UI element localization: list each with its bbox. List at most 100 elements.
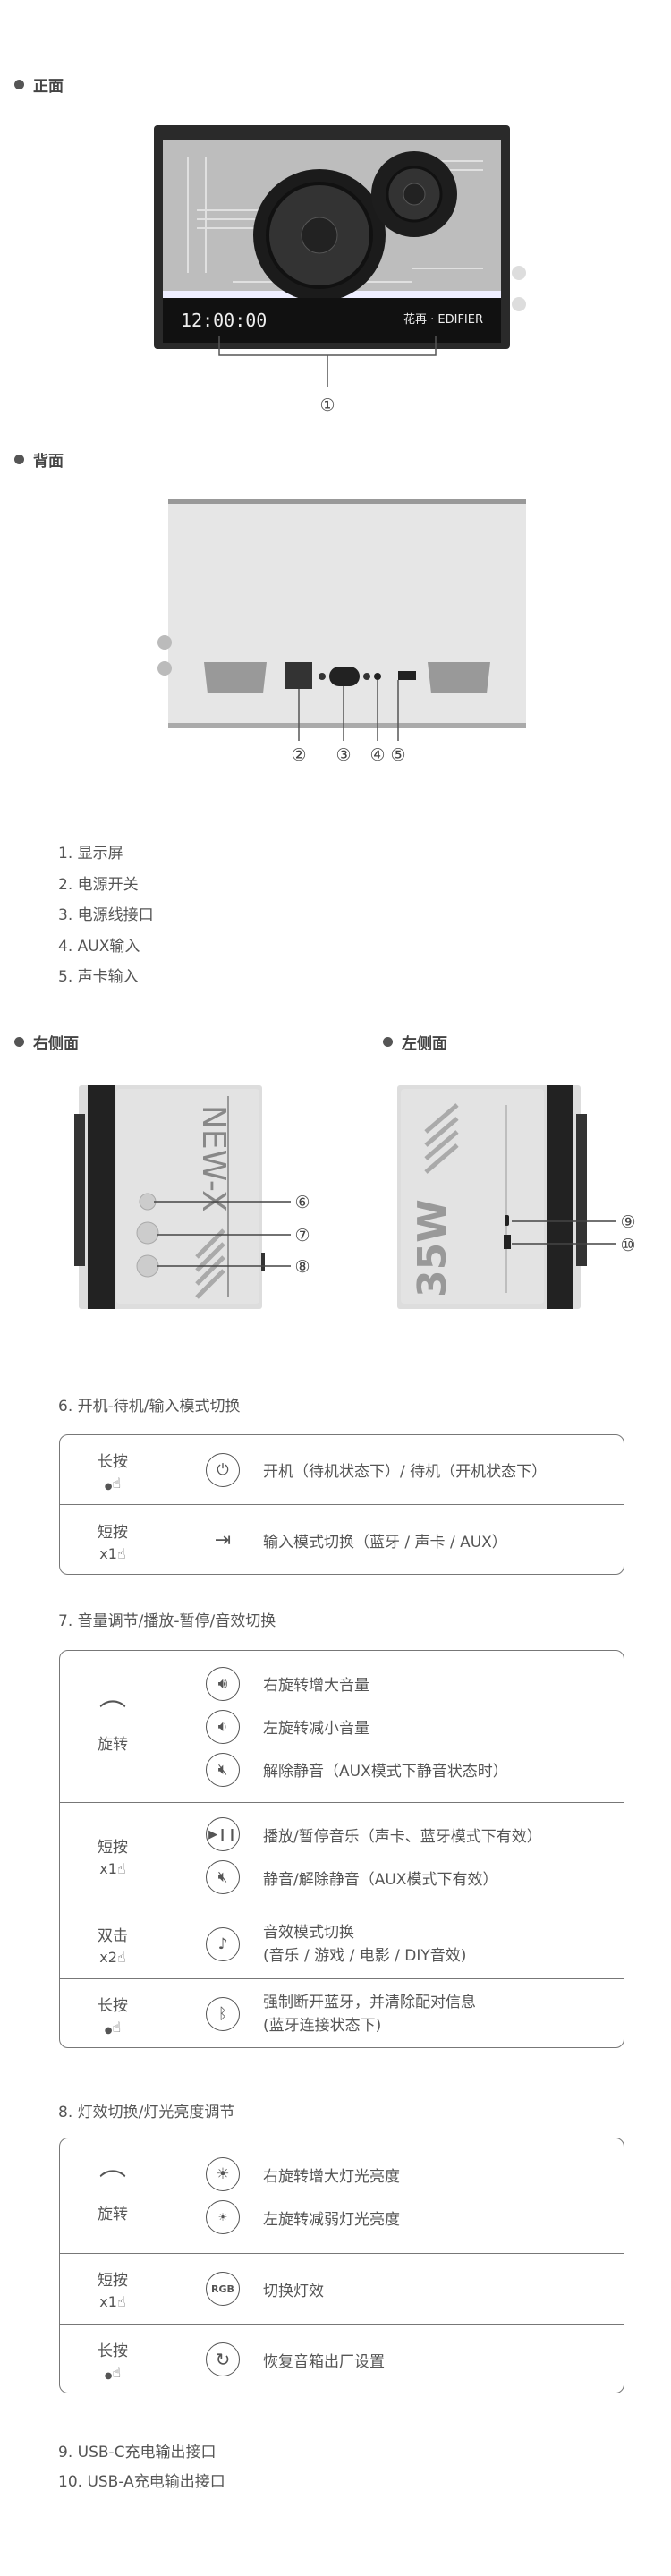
action-text: 右旋转增大灯光亮度 [263, 2167, 400, 2186]
part-item: 2. 电源开关 [58, 876, 139, 894]
gesture-count: x1 [99, 1544, 117, 1562]
callout-1: ① [319, 395, 335, 415]
gesture-count: x1 [99, 2293, 117, 2310]
action-item: 🔊︎右旋转增大音量 [206, 1666, 624, 1701]
callout-9: ⑨ [620, 1212, 635, 1232]
action-text: 音效模式切换 [263, 1923, 354, 1942]
rotate-icon: ⌒ [99, 1699, 126, 1730]
volume-down-icon: 🔉︎ [206, 1709, 240, 1744]
hand-pointer-icon: ☝ [116, 1860, 126, 1877]
side-power-text: 35W [410, 1199, 455, 1297]
input-icon: ⇥ [214, 1529, 232, 1552]
brand-logo: 花再 · EDIFIER [403, 312, 483, 327]
callout-2: ② [291, 745, 306, 765]
gesture-label: 长按 [98, 1452, 128, 1471]
action-subtext: (音乐 / 游戏 / 电影 / DIY音效) [263, 1946, 467, 1965]
action-item: ☀ 右旋转增大灯光亮度 [206, 2157, 624, 2191]
clock-icon: ● [104, 1481, 113, 1492]
action-subtext: (蓝牙连接状态下) [263, 2017, 382, 2035]
music-note-icon: ♪ [206, 1926, 240, 1961]
front-view-illustration: 12:00:00 花再 · EDIFIER ① [154, 125, 526, 415]
usb-a-item: 10. USB-A充电输出接口 [58, 2473, 225, 2491]
action-text: 静音/解除静音（AUX模式下有效） [263, 1870, 498, 1889]
section-label: 正面 [33, 78, 64, 96]
gesture-label: 长按 [98, 1997, 128, 2015]
action-item: ♪ 音效模式切换 (音乐 / 游戏 / 电影 / DIY音效) [206, 1921, 624, 1968]
action-text: 左旋转减小音量 [263, 1720, 369, 1738]
section-label: 背面 [33, 453, 64, 471]
control-table-volume: ⌒ 旋转 🔊︎右旋转增大音量 🔉︎ 左旋转减小音量 🔇︎ 解除静音（AUX模式下静音状… [59, 1650, 624, 2048]
action-item: 🔇︎ 解除静音（AUX模式下静音状态时） [206, 1752, 624, 1787]
rgb-icon: RGB [206, 2272, 240, 2306]
callout-10: ⑩ [620, 1236, 635, 1255]
side-model-text: NEW-X [195, 1105, 232, 1212]
table-row: 长按●☝ ↻恢复音箱出厂设置 [60, 2324, 624, 2393]
action-item: ⇥ 输入模式切换（蓝牙 / 声卡 / AUX） [206, 1524, 624, 1558]
table-7-title: 7. 音量调节/播放-暂停/音效切换 [58, 1612, 276, 1630]
action-item: 🔇︎ 静音/解除静音（AUX模式下有效） [206, 1860, 624, 1894]
part-item: 4. AUX输入 [58, 938, 140, 956]
action-text: 播放/暂停音乐（声卡、蓝牙模式下有效） [263, 1827, 542, 1846]
rotate-icon: ⌒ [99, 2168, 126, 2200]
callout-3: ③ [336, 745, 351, 765]
action-text: 切换灯效 [263, 2282, 324, 2300]
action-item: ᛒ 强制断开蓝牙，并清除配对信息 (蓝牙连接状态下) [206, 1991, 624, 2037]
display-clock: 12:00:00 [181, 310, 267, 331]
gesture-count: x2 [99, 1948, 117, 1966]
part-item: 1. 显示屏 [58, 845, 123, 863]
section-front-title: 正面 [14, 73, 64, 96]
gesture-label: 短按 [98, 1839, 128, 1857]
clock-icon: ● [104, 2026, 113, 2036]
action-text: 解除静音（AUX模式下静音状态时） [263, 1763, 508, 1781]
section-label: 右侧面 [33, 1035, 79, 1053]
usb-c-item: 9. USB-C充电输出接口 [58, 2444, 217, 2461]
gesture-label: 旋转 [98, 2205, 128, 2223]
bullet-icon [383, 1037, 393, 1047]
action-text: 强制断开蓝牙，并清除配对信息 [263, 1994, 476, 2011]
callout-5: ⑤ [390, 745, 405, 765]
table-row: 短按 x1☝ ⇥ 输入模式切换（蓝牙 / 声卡 / AUX） [60, 1504, 624, 1574]
left-side-illustration: 35W ⑨ ⑩ [397, 1085, 636, 1309]
mute-icon: 🔇︎ [206, 1860, 240, 1894]
right-side-illustration: NEW-X ⑥ ⑦ ⑧ [74, 1085, 310, 1309]
table-row: ⌒旋转 ☀右旋转增大灯光亮度 ☀左旋转减弱灯光亮度 [60, 2138, 624, 2253]
hand-pointer-icon: ☝ [112, 2019, 122, 2036]
bluetooth-icon: ᛒ [206, 1997, 240, 2031]
table-row: 长按●☝ ⏻开机（待机状态下）/ 待机（开机状态下） [60, 1435, 624, 1504]
section-left-title: 左侧面 [383, 1031, 447, 1053]
part-item: 5. 声卡输入 [58, 968, 139, 986]
gesture-count: x1 [99, 1860, 117, 1877]
bullet-icon [14, 455, 24, 464]
table-8-title: 8. 灯效切换/灯光亮度调节 [58, 2104, 235, 2121]
table-6-title: 6. 开机-待机/输入模式切换 [58, 1398, 241, 1416]
action-item: 🔉︎ 左旋转减小音量 [206, 1709, 624, 1744]
brightness-up-icon: ☀ [206, 2157, 240, 2191]
gesture-label: 旋转 [98, 1736, 128, 1754]
action-text: 右旋转增大音量 [263, 1677, 369, 1695]
play-pause-icon: ▶❙❙ [206, 1817, 240, 1851]
action-text: 恢复音箱出厂设置 [263, 2352, 385, 2371]
section-label: 左侧面 [402, 1035, 447, 1053]
section-back-title: 背面 [14, 448, 64, 471]
brightness-down-icon: ☀ [206, 2200, 240, 2234]
action-text: 开机（待机状态下）/ 待机（开机状态下） [263, 1463, 548, 1481]
hand-pointer-icon: ☝ [116, 1544, 126, 1562]
mute-icon: 🔇︎ [206, 1752, 240, 1787]
callout-8: ⑧ [294, 1257, 310, 1277]
table-row: 长按 ●☝ ᛒ 强制断开蓝牙，并清除配对信息 (蓝牙连接状态下) [60, 1978, 624, 2047]
callout-6: ⑥ [294, 1193, 310, 1212]
bullet-icon [14, 1037, 24, 1047]
callout-4: ④ [369, 745, 385, 765]
gesture-label: 短按 [98, 1523, 128, 1542]
hand-pointer-icon: ☝ [112, 2364, 122, 2381]
gesture-label: 短按 [98, 2272, 128, 2290]
clock-icon: ● [104, 2371, 113, 2381]
action-text: 输入模式切换（蓝牙 / 声卡 / AUX） [263, 1534, 507, 1552]
back-view-illustration: ② ③ ④ ⑤ [157, 499, 526, 765]
table-row: 短按 x1☝ ▶❙❙ 播放/暂停音乐（声卡、蓝牙模式下有效） 🔇︎ 静音/解除静音（A… [60, 1802, 624, 1909]
bullet-icon [14, 80, 24, 89]
hand-pointer-icon: ☝ [112, 1474, 122, 1492]
callout-7: ⑦ [294, 1226, 310, 1245]
